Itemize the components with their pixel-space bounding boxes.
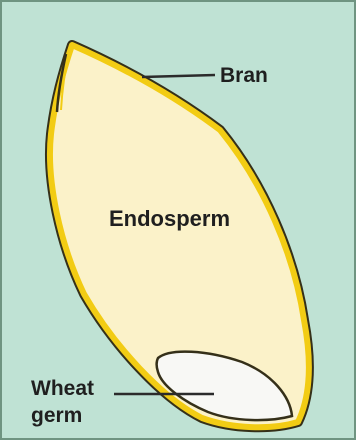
wheat-germ-label-line1: Wheat <box>31 377 94 400</box>
bran-label: Bran <box>220 64 268 87</box>
wheat-germ-label-line2: germ <box>31 404 82 427</box>
endosperm-label: Endosperm <box>109 206 230 231</box>
bran-leader-line <box>142 75 215 77</box>
